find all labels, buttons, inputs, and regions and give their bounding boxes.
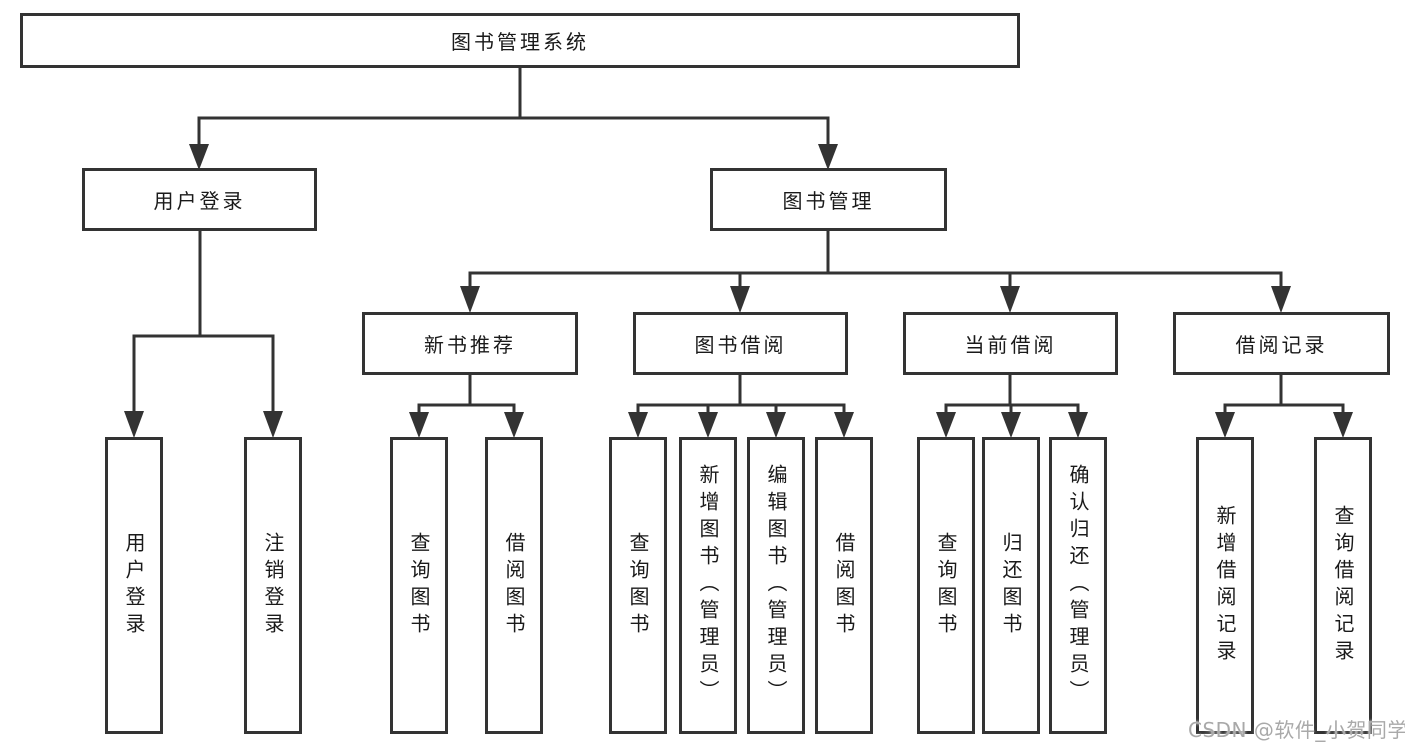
node-label: 归还图书 <box>999 531 1023 640</box>
edges-book-borrow <box>628 375 854 438</box>
node-label: 确认归还（管理员） <box>1066 464 1090 707</box>
node-leaf-query-borrow-record: 查询借阅记录 <box>1314 437 1372 734</box>
node-label: 查询图书 <box>934 531 958 640</box>
node-leaf-query-books-current: 查询图书 <box>917 437 975 734</box>
node-leaf-return-book: 归还图书 <box>982 437 1040 734</box>
node-leaf-confirm-return-admin: 确认归还（管理员） <box>1049 437 1107 734</box>
edges-book-management <box>460 231 1291 313</box>
node-label: 借阅图书 <box>502 531 526 640</box>
node-leaf-user-login: 用户登录 <box>105 437 163 734</box>
node-leaf-query-books-recommend: 查询图书 <box>390 437 448 734</box>
node-leaf-borrow-books: 借阅图书 <box>815 437 873 734</box>
edges-root <box>189 68 838 170</box>
node-leaf-add-borrow-record: 新增借阅记录 <box>1196 437 1254 734</box>
node-label: 编辑图书（管理员） <box>764 464 788 707</box>
edges-current-borrow <box>936 375 1088 438</box>
node-borrow-records: 借阅记录 <box>1173 312 1390 375</box>
csdn-watermark: CSDN @软件_小贺同学 <box>1188 718 1405 742</box>
node-book-borrow: 图书借阅 <box>633 312 848 375</box>
node-label: 查询图书 <box>626 531 650 640</box>
node-label: 查询借阅记录 <box>1331 504 1355 667</box>
node-leaf-logout: 注销登录 <box>244 437 302 734</box>
node-label: 注销登录 <box>261 531 285 640</box>
node-user-login: 用户登录 <box>82 168 317 231</box>
node-label: 新增借阅记录 <box>1213 504 1237 667</box>
node-library-management-system: 图书管理系统 <box>20 13 1020 68</box>
node-label: 用户登录 <box>122 531 146 640</box>
edges-new-book-recommend <box>409 375 524 438</box>
node-label: 借阅图书 <box>832 531 856 640</box>
edges-borrow-records <box>1215 375 1353 438</box>
node-new-book-recommend: 新书推荐 <box>362 312 578 375</box>
node-leaf-borrow-books-recommend: 借阅图书 <box>485 437 543 734</box>
node-current-borrow: 当前借阅 <box>903 312 1118 375</box>
edges-user-login <box>124 231 283 438</box>
node-book-management: 图书管理 <box>710 168 947 231</box>
node-label: 查询图书 <box>407 531 431 640</box>
node-label: 新增图书（管理员） <box>696 464 720 707</box>
node-leaf-query-books-borrow: 查询图书 <box>609 437 667 734</box>
node-leaf-edit-book-admin: 编辑图书（管理员） <box>747 437 805 734</box>
node-leaf-add-book-admin: 新增图书（管理员） <box>679 437 737 734</box>
